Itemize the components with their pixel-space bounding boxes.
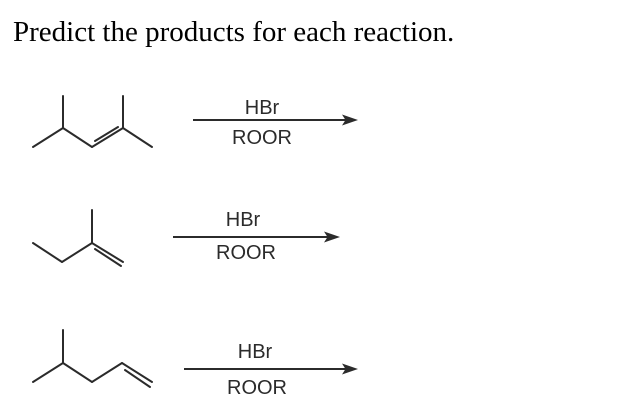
reagent-label-hbr-3: HBr: [237, 341, 273, 363]
reagent-label-hbr-1: HBr: [244, 97, 280, 119]
reagent-label-roor-2: ROOR: [216, 242, 276, 264]
reagent-label-roor-3: ROOR: [227, 377, 287, 399]
reaction-arrow-1: [193, 114, 358, 126]
reaction-arrow-2: [173, 231, 340, 243]
reagent-label-hbr-2: HBr: [225, 209, 261, 231]
molecule-structure-2: [32, 209, 124, 267]
reaction-arrow-3: [184, 363, 358, 375]
page-title: Predict the products for each reaction.: [13, 16, 455, 48]
molecule-structure-3: [32, 329, 153, 388]
molecule-structure-1: [32, 95, 153, 148]
reagent-label-roor-1: ROOR: [232, 127, 292, 149]
